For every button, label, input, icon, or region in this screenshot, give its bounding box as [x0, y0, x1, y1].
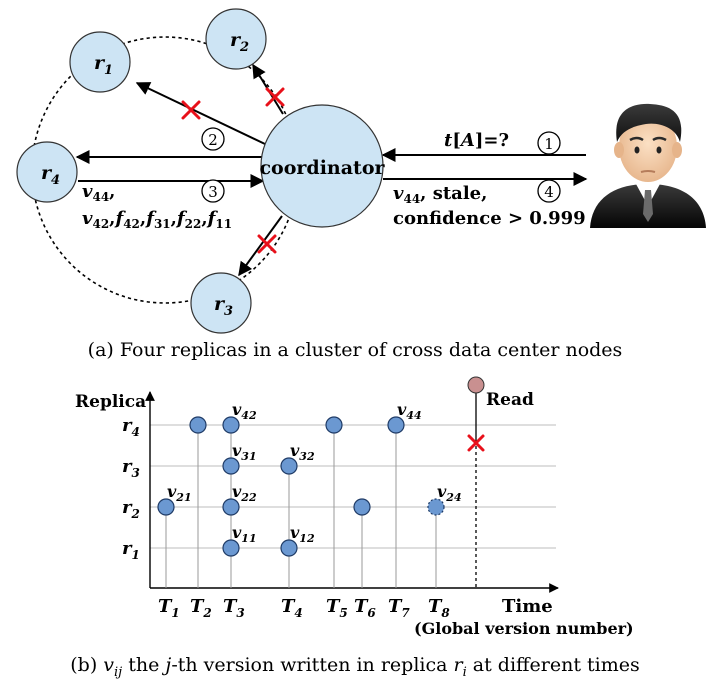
- x-tick-label: T6: [354, 596, 376, 620]
- read-failure-cross: [467, 434, 485, 452]
- svg-text:2: 2: [208, 131, 218, 149]
- caption-b: (b) vij the j-th version written in repl…: [70, 654, 640, 680]
- version-point: [280, 457, 298, 475]
- version-labels: v21 v42 v31 v22 v11 v32 v12 v44 v24: [167, 400, 462, 545]
- answer-line-2: confidence > 0.999: [393, 208, 586, 229]
- version-label: v31: [232, 441, 257, 463]
- version-label: v42: [232, 400, 257, 422]
- cluster-diagram: coordinator r1 r2 r3 r4 1 2 3 4 t[A]=?: [16, 8, 706, 334]
- version-point: [325, 416, 343, 434]
- version-point: [222, 539, 240, 557]
- replica-grid-lines: [150, 424, 556, 549]
- version-label: v24: [437, 482, 462, 504]
- x-tick-label: T5: [326, 596, 348, 620]
- version-label: v21: [167, 482, 192, 504]
- svg-text:1: 1: [544, 135, 554, 153]
- response-line-2: v42,f42,f31,f22,f11: [82, 208, 232, 231]
- query-text: t[A]=?: [444, 130, 509, 151]
- version-stems: [165, 425, 437, 588]
- version-point: [189, 416, 207, 434]
- x-tick-label: T8: [428, 596, 450, 620]
- replica-node-r2: [205, 8, 267, 70]
- x-tick-label: T4: [281, 596, 303, 620]
- replica-node-r1: [69, 31, 131, 93]
- failure-cross-r3: [257, 234, 277, 254]
- x-tick-label: T7: [388, 596, 410, 620]
- x-tick-label: T3: [223, 596, 245, 620]
- version-timeline-chart: Replica Time (Global version number) v21…: [75, 376, 634, 638]
- user-avatar-icon: [590, 103, 706, 228]
- y-tick-label: r3: [122, 456, 140, 480]
- y-axis-label: Replica: [75, 392, 146, 412]
- replica-tick-labels: r1 r2 r3 r4: [122, 415, 140, 562]
- version-point: [280, 539, 298, 557]
- version-point: [222, 498, 240, 516]
- version-label: v32: [290, 441, 315, 463]
- arrow-to-r1: [135, 82, 266, 145]
- version-point: [157, 498, 175, 516]
- version-label: v22: [232, 482, 257, 504]
- coordinator-label: coordinator: [259, 157, 385, 179]
- x-tick-label: T1: [158, 596, 180, 620]
- version-point: [222, 457, 240, 475]
- version-label: v11: [232, 523, 257, 545]
- arrow-to-r3: [238, 215, 283, 277]
- replica-node-r3: [190, 272, 252, 334]
- x-axis-note: (Global version number): [414, 619, 634, 638]
- read-label: Read: [486, 390, 534, 410]
- step-marker-2: 2: [201, 127, 225, 151]
- read-point: [467, 376, 485, 394]
- replica-label-r2: r2: [230, 29, 249, 55]
- caption-a: (a) Four replicas in a cluster of cross …: [87, 339, 623, 361]
- coordinator-node: [260, 104, 384, 228]
- x-axis-label: Time: [502, 596, 553, 617]
- version-point-pending: [427, 498, 445, 516]
- y-tick-label: r1: [122, 538, 140, 562]
- replica-label-r4: r4: [41, 162, 60, 188]
- svg-text:4: 4: [544, 183, 554, 201]
- failure-cross-r2: [265, 87, 285, 107]
- replica-node-r4: [16, 141, 78, 203]
- y-tick-label: r4: [122, 415, 140, 439]
- answer-line-1: v44, stale,: [393, 183, 487, 206]
- step-marker-1: 1: [537, 131, 561, 155]
- step-marker-4: 4: [537, 179, 561, 203]
- version-point: [387, 416, 405, 434]
- y-tick-label: r2: [122, 497, 140, 521]
- version-point: [222, 416, 240, 434]
- version-label: v12: [290, 523, 315, 545]
- replica-label-r3: r3: [214, 293, 233, 319]
- svg-text:3: 3: [208, 183, 218, 201]
- response-line-1: v44,: [82, 181, 115, 204]
- replica-label-r1: r1: [94, 52, 113, 78]
- failure-cross-r1: [181, 100, 201, 120]
- version-point: [353, 498, 371, 516]
- version-label: v44: [397, 400, 422, 422]
- version-points: [157, 416, 445, 557]
- x-tick-label: T2: [190, 596, 212, 620]
- step-marker-3: 3: [201, 179, 225, 203]
